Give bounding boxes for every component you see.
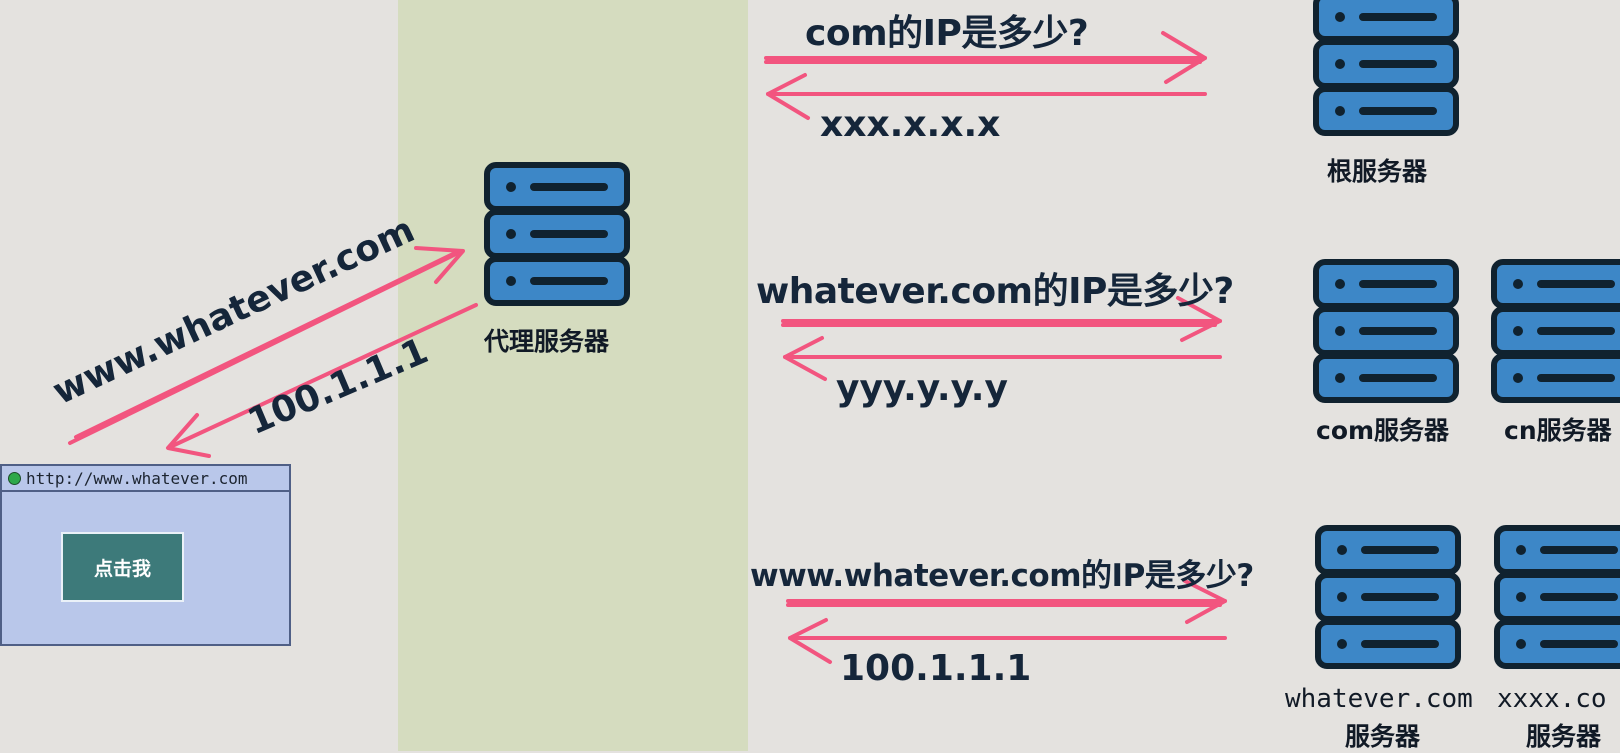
root-server (1313, 0, 1459, 144)
com-query-label: whatever.com的IP是多少? (756, 271, 1234, 312)
whatever-request-arrow (786, 579, 1227, 624)
server-icon (1491, 259, 1620, 403)
root-request-arrow (764, 31, 1207, 84)
cn-server (1491, 259, 1620, 411)
whatever-query-label: www.whatever.com的IP是多少? (750, 558, 1254, 594)
click-me-button[interactable]: 点击我 (61, 532, 184, 602)
address-url: http://www.whatever.com (26, 468, 248, 488)
com-server-label: com服务器 (1316, 411, 1449, 447)
whatever-response-arrow (788, 618, 1227, 664)
com-response-arrow (783, 336, 1222, 381)
browser-window: http://www.whatever.com 点击我 (0, 464, 291, 646)
server-icon (484, 162, 630, 306)
com-answer-label: yyy.y.y.y (836, 368, 1008, 409)
client-response-arrow (166, 303, 478, 458)
whatever-answer-label: 100.1.1.1 (840, 648, 1032, 689)
status-dot-icon (8, 471, 21, 485)
proxy-zone-background (398, 0, 748, 751)
root-answer-label: xxx.x.x.x (820, 104, 1001, 145)
server-icon (1494, 525, 1620, 669)
whatever-server-label-2: 服务器 (1345, 722, 1421, 751)
xxxx-server-label-2: 服务器 (1526, 722, 1602, 751)
xxxx-server (1494, 525, 1620, 677)
cn-server-label: cn服务器 (1504, 411, 1612, 447)
server-icon (1313, 259, 1459, 403)
proxy-server (484, 162, 630, 314)
whatever-server (1315, 525, 1461, 677)
root-server-label: 根服务器 (1327, 157, 1428, 186)
address-bar[interactable]: http://www.whatever.com (2, 466, 289, 492)
whatever-server-label-1: whatever.com (1285, 684, 1473, 714)
server-icon (1315, 525, 1461, 669)
server-icon (1313, 0, 1459, 136)
cn-server-label-text: cn服务器 (1504, 416, 1612, 445)
root-query-label: com的IP是多少? (805, 13, 1089, 54)
client-request-arrow (68, 246, 465, 445)
com-request-arrow (781, 296, 1222, 342)
proxy-server-label: 代理服务器 (484, 327, 610, 356)
root-response-arrow (766, 73, 1207, 120)
com-server (1313, 259, 1459, 411)
com-server-label-text: com服务器 (1316, 416, 1450, 445)
xxxx-server-label-1: xxxx.co (1497, 684, 1607, 714)
